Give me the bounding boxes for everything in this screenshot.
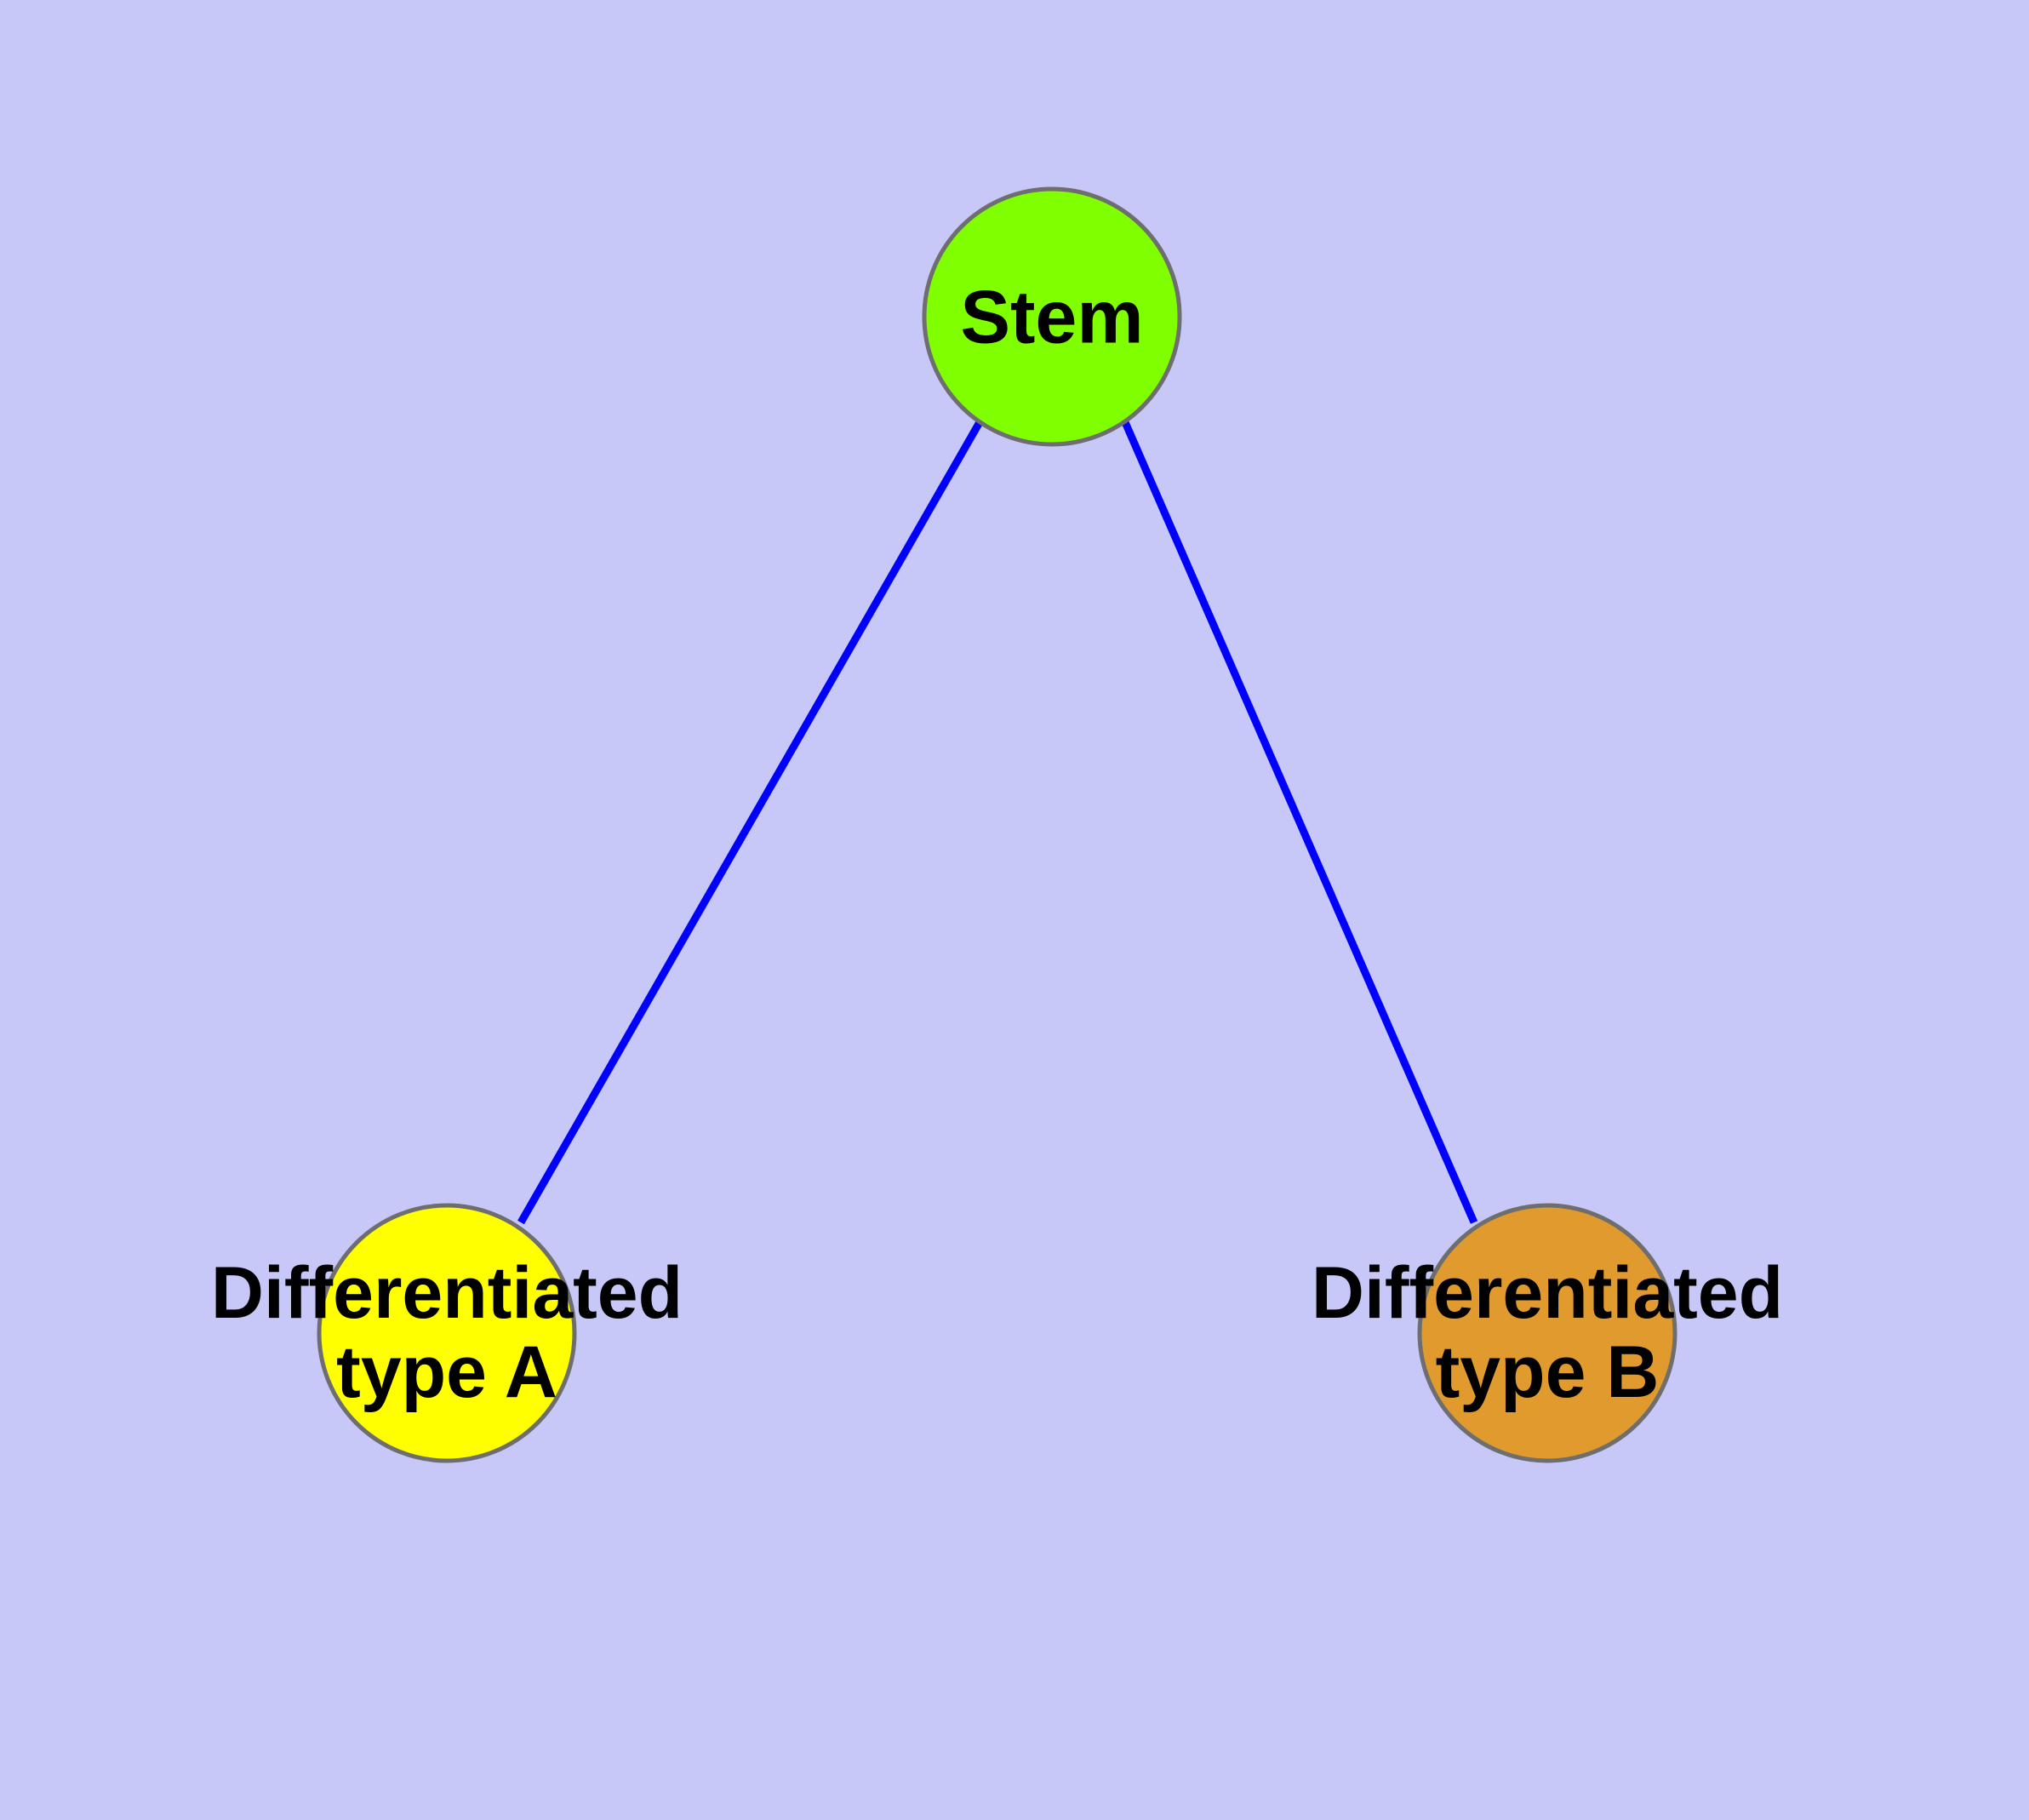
edge-stem-to-differentiated-type-b: [1121, 421, 1478, 1224]
edge-layer: [517, 420, 1478, 1225]
node-stem[interactable]: [922, 186, 1182, 447]
node-differentiated-type-b[interactable]: [1417, 1203, 1677, 1463]
node-differentiated-type-a[interactable]: [317, 1203, 577, 1463]
node-layer: [317, 186, 1677, 1463]
edge-stem-to-differentiated-type-a: [517, 420, 983, 1225]
